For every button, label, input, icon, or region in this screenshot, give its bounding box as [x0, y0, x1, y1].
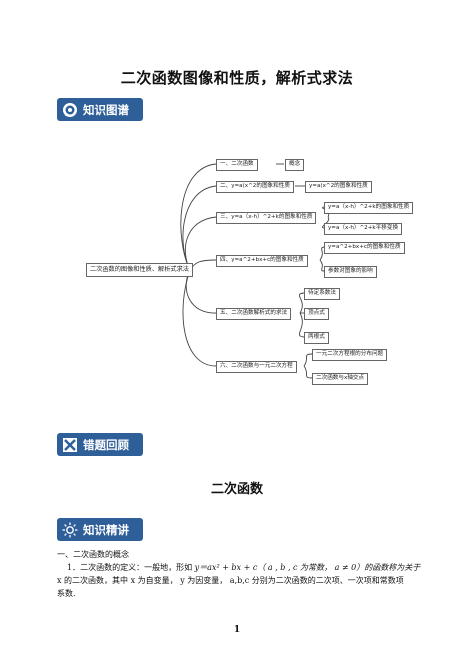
- mind-map-node: y=a（x-h）^2+k平移变换: [324, 223, 403, 235]
- knowledge-map-banner: 知识图谱: [57, 98, 143, 121]
- mind-map: 二次函数的图像和性质、解析式求法 一、二次函数 概念 二、y=a(x^2的图象和…: [80, 150, 440, 395]
- mind-map-node: 六、二次函数与一元二次方程: [216, 361, 297, 373]
- section-title: 二次函数: [210, 482, 263, 497]
- page-title: 二次函数图像和性质，解析式求法: [120, 69, 354, 87]
- mind-map-root: 二次函数的图像和性质、解析式求法: [86, 263, 193, 278]
- mind-map-node: y=a(x^2的图象和性质: [305, 181, 372, 193]
- mind-map-node: 四、y=a^2+bx+c的图象和性质: [216, 255, 308, 267]
- definition-line-2: x 的二次函数，其中 x 为自变量， y 为因变量， a,b,c 分别为二次函数…: [57, 576, 404, 585]
- mind-map-node: 参数对图象的影响: [324, 266, 377, 278]
- banner-label: 知识精讲: [83, 522, 129, 537]
- mind-map-node: 三、y=a（x-h）^2+k的图象和性质: [216, 212, 317, 224]
- mind-map-node: 一元二次方程根的分布问题: [312, 349, 388, 361]
- definition-prefix: 1．二次函数的定义：一般地，形如: [67, 563, 193, 572]
- page-number: 1: [233, 625, 241, 635]
- content-heading: 一、二次函数的概念: [57, 550, 129, 559]
- mind-map-node: 待定系数法: [304, 288, 340, 300]
- knowledge-lecture-banner: 知识精讲: [57, 518, 143, 541]
- mind-map-node: 概念: [285, 159, 305, 171]
- definition-formula: y＝ax² + bx + c（ a , b , c 为常数， a ≠ 0）的函数…: [194, 563, 421, 572]
- chat-bubble-icon: [61, 101, 79, 119]
- mind-map-node: 二、y=a(x^2的图象和性质: [216, 181, 294, 193]
- mind-map-node: 两根式: [304, 332, 329, 344]
- mind-map-node: y=a^2+bx+c的图象和性质: [324, 242, 405, 254]
- error-review-banner: 错题回顾: [57, 433, 143, 456]
- tools-icon: [61, 436, 79, 454]
- sun-icon: [61, 521, 79, 539]
- mind-map-node: y=a（x-h）^2+k的图象和性质: [324, 202, 414, 214]
- mind-map-node: 二次函数与x轴交点: [312, 373, 369, 385]
- mind-map-node: 一、二次函数: [216, 159, 258, 171]
- banner-label: 错题回顾: [83, 437, 129, 452]
- mind-map-node: 五、二次函数解析式的求法: [216, 308, 292, 320]
- definition-line: 1．二次函数的定义：一般地，形如 y＝ax² + bx + c（ a , b ,…: [57, 561, 437, 574]
- banner-label: 知识图谱: [83, 102, 129, 117]
- mind-map-node: 顶点式: [304, 308, 329, 320]
- definition-line-3: 系数.: [57, 589, 76, 598]
